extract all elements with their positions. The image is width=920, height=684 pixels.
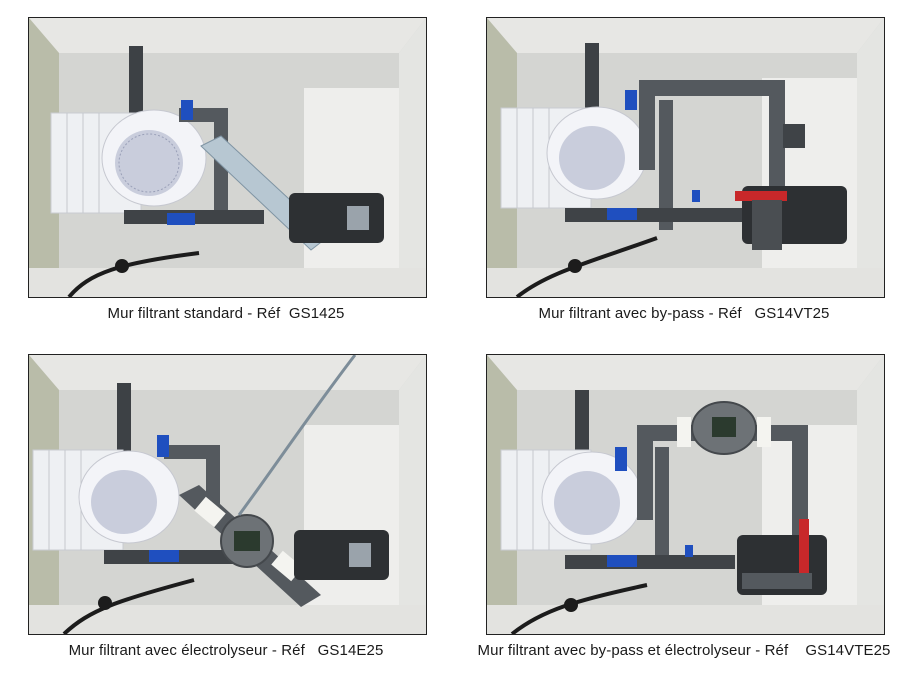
photo-bypass-electrolyseur-scene bbox=[487, 355, 884, 634]
photo-standard bbox=[28, 17, 427, 298]
photo-bypass-electrolyseur bbox=[486, 354, 885, 635]
caption-standard: Mur filtrant standard - Réf GS1425 bbox=[107, 305, 345, 322]
photo-bypass bbox=[486, 17, 885, 298]
caption-bypass: Mur filtrant avec by-pass - Réf GS14VT25 bbox=[538, 305, 830, 322]
photo-electrolyseur-scene bbox=[29, 355, 426, 634]
photo-bypass-scene bbox=[487, 18, 884, 297]
caption-electrolyseur: Mur filtrant avec électrolyseur - Réf GS… bbox=[68, 642, 384, 659]
photo-standard-scene bbox=[29, 18, 426, 297]
photo-electrolyseur bbox=[28, 354, 427, 635]
caption-bypass-electrolyseur: Mur filtrant avec by-pass et électrolyse… bbox=[477, 642, 891, 659]
